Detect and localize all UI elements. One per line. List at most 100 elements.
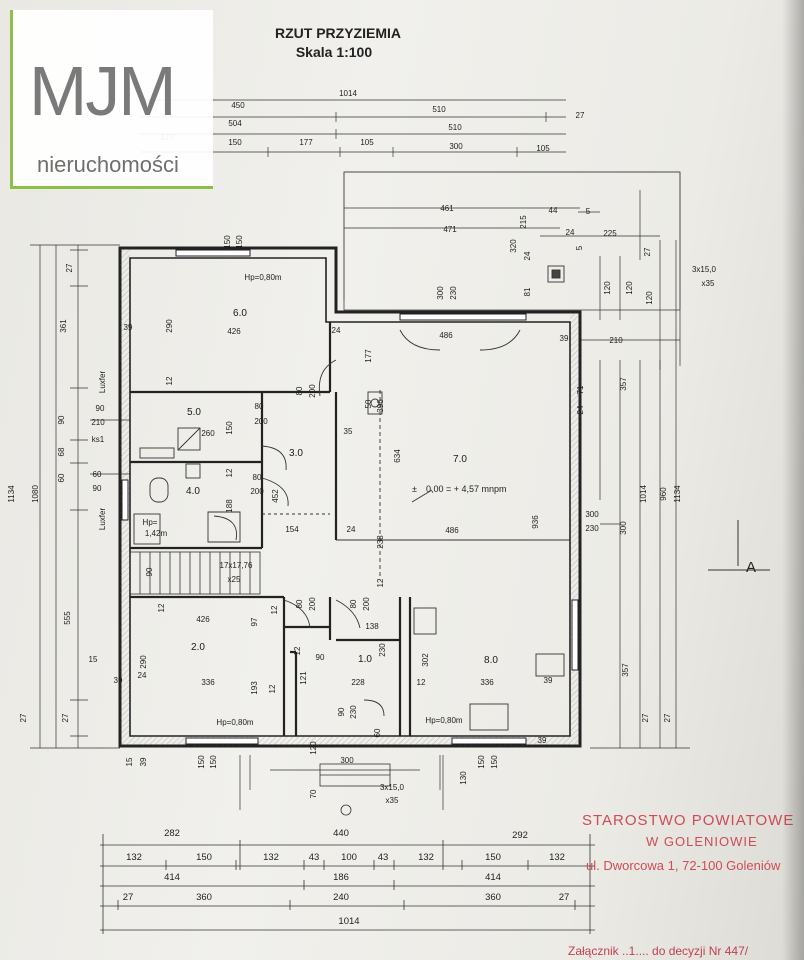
dimension-label: 100 bbox=[341, 852, 357, 863]
dimension-label: 186 bbox=[333, 872, 349, 883]
attachment-note: Załącznik ..1.... do decyzji Nr 447/ bbox=[568, 944, 749, 958]
dimension-label: 24 bbox=[138, 671, 147, 680]
dimension-label: 39 bbox=[114, 676, 123, 685]
dimension-label: 555 bbox=[63, 611, 72, 625]
plan-scale: Skala 1:100 bbox=[296, 44, 372, 60]
dimension-label: 39 bbox=[124, 323, 133, 332]
dimension-label: 300 bbox=[619, 521, 628, 535]
room-label: 5.0 bbox=[187, 407, 201, 418]
dimension-label: 12 bbox=[376, 578, 385, 587]
dimension-label: 27 bbox=[123, 892, 134, 903]
dimension-label: 300 bbox=[340, 756, 354, 765]
dimension-labels: 1014450510275045101771501771053001052824… bbox=[7, 89, 717, 927]
dimension-label: 300 bbox=[436, 286, 445, 300]
dimension-label: 150 bbox=[223, 235, 232, 249]
dimension-label: 39 bbox=[560, 334, 569, 343]
dimension-label: 43 bbox=[309, 852, 320, 863]
dimension-label: 357 bbox=[619, 377, 628, 391]
dimension-label: ks1 bbox=[92, 435, 105, 444]
dimension-label: 150 bbox=[197, 755, 206, 769]
dimension-label: Hp= bbox=[143, 518, 158, 527]
dimension-label: 486 bbox=[445, 526, 459, 535]
dimension-label: 230 bbox=[585, 524, 599, 533]
dimension-label: 90 bbox=[93, 484, 102, 493]
section-marker-label: A bbox=[746, 559, 756, 576]
dimension-label: 12 bbox=[225, 468, 234, 477]
stamp-line-2: W GOLENIOWIE bbox=[646, 834, 758, 849]
dimension-label: 50 bbox=[364, 399, 373, 408]
dimension-label: 1134 bbox=[7, 485, 16, 503]
dimension-label: Hp=0,80m bbox=[425, 716, 462, 725]
plan-title: RZUT PRZYZIEMIA bbox=[275, 25, 401, 41]
dimension-label: 90 bbox=[316, 653, 325, 662]
dimension-label: 60 bbox=[373, 728, 382, 737]
dimension-label: 120 bbox=[603, 281, 612, 295]
dimension-label: 105 bbox=[360, 138, 374, 147]
dimension-label: 228 bbox=[351, 678, 365, 687]
dimension-label: 24 bbox=[347, 525, 356, 534]
dimension-label: 357 bbox=[621, 663, 630, 677]
dimension-label: 300 bbox=[585, 510, 599, 519]
dimension-label: 80 bbox=[349, 599, 358, 608]
dimension-label: 200 bbox=[362, 597, 371, 611]
stamp-line-3: ul. Dworcowa 1, 72-100 Goleniów bbox=[586, 858, 781, 873]
dimension-label: 361 bbox=[59, 319, 68, 333]
dimension-label: 5 bbox=[575, 245, 584, 250]
dimension-label: 15 bbox=[89, 655, 98, 664]
dimension-label: 97 bbox=[250, 617, 259, 626]
dimension-label: 634 bbox=[393, 449, 402, 463]
room-label: 3.0 bbox=[289, 448, 303, 459]
dimension-label: 71 bbox=[576, 385, 585, 394]
dimension-label: 1014 bbox=[639, 485, 648, 503]
dimension-label: 120 bbox=[309, 741, 318, 755]
dimension-label: 200 bbox=[308, 384, 317, 398]
dimension-label: 960 bbox=[659, 487, 668, 501]
dimension-label: 24 bbox=[576, 405, 585, 414]
dimension-label: 39 bbox=[544, 676, 553, 685]
sheet-edge-shadow bbox=[782, 0, 804, 960]
dimension-label: 68 bbox=[57, 447, 66, 456]
dimension-label: 936 bbox=[531, 515, 540, 529]
room-label: 6.0 bbox=[233, 308, 247, 319]
dimension-label: 210 bbox=[609, 336, 623, 345]
dimension-label: 80 bbox=[295, 386, 304, 395]
terrace-outline bbox=[343, 171, 681, 311]
dimension-label: 150 bbox=[209, 755, 218, 769]
level-note: ± 0,00 = + 4,57 mnpm bbox=[412, 484, 507, 494]
level-note-value: 0,00 = + 4,57 mnpm bbox=[426, 484, 507, 494]
dimension-label: 414 bbox=[485, 872, 501, 883]
dimension-label: 292 bbox=[512, 830, 528, 841]
dimension-label: 60 bbox=[93, 470, 102, 479]
dimension-label: 290 bbox=[139, 655, 148, 669]
staircase bbox=[129, 551, 391, 816]
dimension-label: 27 bbox=[19, 713, 28, 722]
dimension-label: 44 bbox=[549, 206, 558, 215]
windows bbox=[121, 249, 579, 745]
dimension-label: 15 bbox=[125, 757, 134, 766]
dimension-label: 39 bbox=[139, 757, 148, 766]
dimension-label: 150 bbox=[235, 235, 244, 249]
dimension-label: 290 bbox=[165, 319, 174, 333]
dimension-label: 302 bbox=[421, 653, 430, 667]
dimension-label: 200 bbox=[254, 417, 268, 426]
doors bbox=[261, 329, 521, 717]
dimension-label: 240 bbox=[333, 892, 349, 903]
walls bbox=[118, 246, 582, 748]
dimension-label: 90 bbox=[57, 415, 66, 424]
dimension-label: 90 bbox=[145, 567, 154, 576]
dimension-label: 27 bbox=[61, 713, 70, 722]
dimension-label: 360 bbox=[485, 892, 501, 903]
dimension-label: 1,42m bbox=[145, 529, 168, 538]
dimension-label: 80 bbox=[253, 473, 262, 482]
dimension-label: 81 bbox=[523, 287, 532, 296]
dimension-label: 150 bbox=[196, 852, 212, 863]
dimension-label: 150 bbox=[225, 421, 234, 435]
room-label: 1.0 bbox=[358, 654, 372, 665]
dimension-label: 320 bbox=[509, 239, 518, 253]
dimension-label: 396 bbox=[376, 399, 385, 413]
dimension-label: 1014 bbox=[338, 916, 359, 927]
dimension-label: Luxfer bbox=[98, 508, 107, 531]
dimension-label: 336 bbox=[480, 678, 494, 687]
dimension-label: 120 bbox=[625, 281, 634, 295]
